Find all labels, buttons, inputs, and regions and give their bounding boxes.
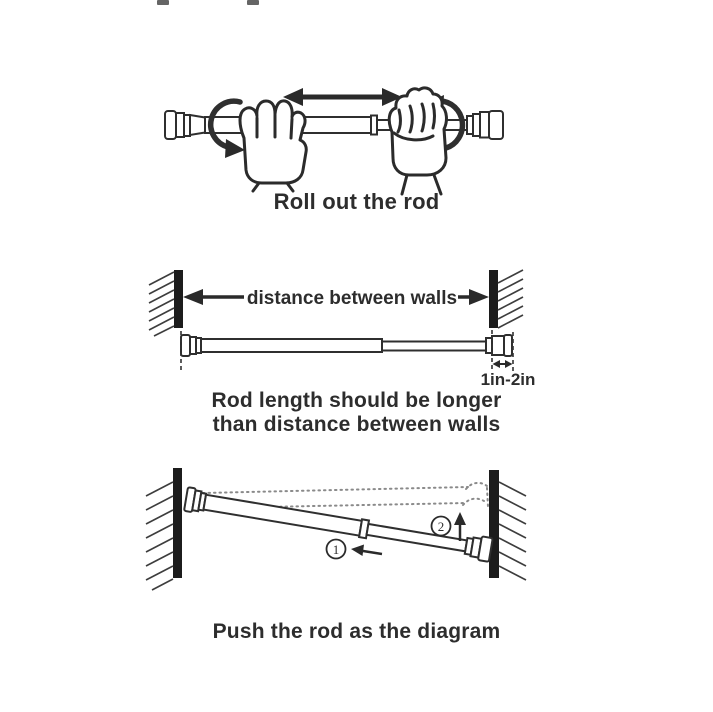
- target-position-dotted-lines: [202, 481, 489, 509]
- step2-caption-line2: than distance between walls: [212, 413, 501, 436]
- lift-arrow-icon: [454, 512, 466, 541]
- step2-length-illustration: distance between walls: [148, 269, 536, 389]
- wall-right-bottom: [489, 470, 527, 581]
- step-2-marker: 2: [430, 515, 452, 537]
- step-1-digit: 1: [333, 542, 340, 557]
- top-edge-crop-marks: [157, 0, 259, 5]
- step2-caption: Rod length should be longer than distanc…: [0, 389, 713, 437]
- step2-caption-line1: Rod length should be longer: [211, 389, 502, 412]
- overhang-label: 1in-2in: [481, 370, 536, 389]
- tilted-rod: [183, 486, 494, 563]
- step3-push-illustration: 1 2: [145, 468, 527, 591]
- rotate-left-arrow-icon: [207, 98, 245, 158]
- push-arrow-icon: [351, 544, 383, 556]
- extend-arrow-icon: [283, 88, 402, 106]
- wall-left-bottom: [145, 468, 182, 591]
- rod-between-walls: [180, 334, 513, 357]
- distance-label: distance between walls: [247, 288, 457, 309]
- wall-left: [148, 270, 183, 337]
- step3-caption: Push the rod as the diagram: [212, 620, 501, 643]
- wall-right: [489, 269, 524, 329]
- distance-arrow: [183, 285, 489, 308]
- overhang-dashed-lines: [180, 330, 514, 372]
- left-hand-illustration: [238, 99, 308, 193]
- step-2-digit: 2: [438, 519, 445, 534]
- step1-roll-illustration: [164, 86, 504, 196]
- right-hand-illustration: [387, 86, 448, 196]
- step-1-marker: 1: [325, 538, 347, 560]
- overhang-arrow: [492, 360, 513, 368]
- step1-caption: Roll out the rod: [273, 189, 440, 214]
